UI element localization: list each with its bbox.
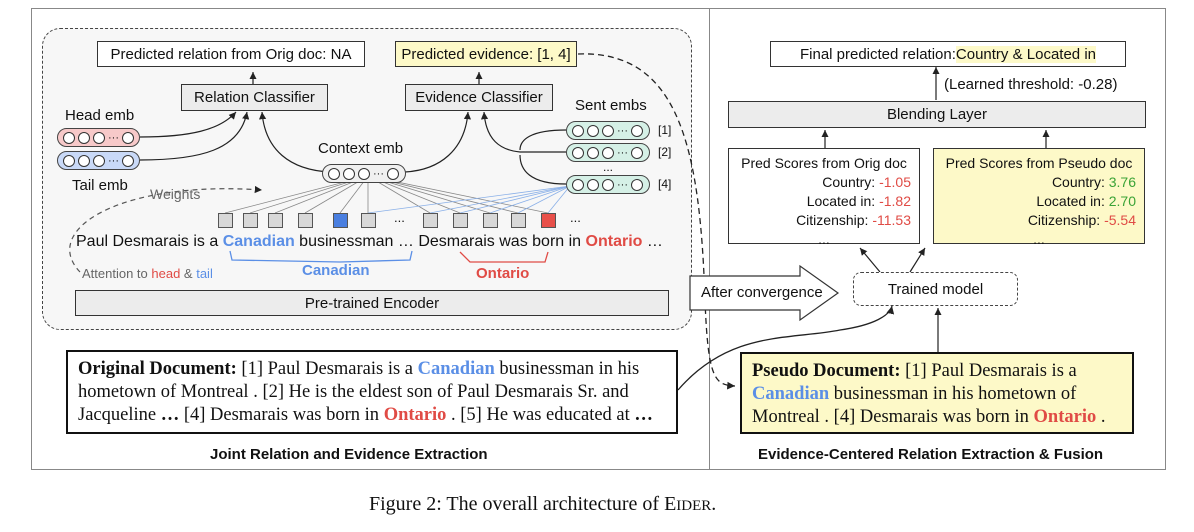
token — [511, 213, 526, 228]
pseudo-score-row: Located in: 2.70 — [1036, 193, 1136, 209]
arrow-ctx-to-ec — [404, 111, 472, 173]
arrow-ctx-to-rc — [258, 111, 331, 173]
ontario-entity-label: Ontario — [476, 265, 530, 282]
arrow-model-to-orig — [859, 247, 881, 273]
orig-to-model-arrow — [677, 305, 895, 391]
canadian-bracket — [229, 250, 413, 263]
final-relation-box: Final predicted relation: Country & Loca… — [770, 41, 1126, 67]
sent-idx-2: [2] — [658, 145, 672, 159]
sent-idx-4: [4] — [658, 177, 672, 191]
token — [298, 213, 313, 228]
arrow-head-to-rc — [139, 111, 237, 138]
relation-classifier-box: Relation Classifier — [181, 84, 328, 111]
after-convergence-arrow — [689, 264, 840, 322]
sent-emb-1: ··· — [566, 121, 650, 140]
token — [218, 213, 233, 228]
right-section-title: Evidence-Centered Relation Extraction & … — [758, 446, 1104, 463]
pseudo-document: Pseudo Document: [1] Paul Desmarais is a… — [740, 352, 1134, 434]
token-tail-entity — [541, 213, 556, 228]
context-emb-pill: ··· — [322, 164, 406, 183]
orig-score-row: Country: -1.05 — [822, 174, 911, 190]
pretrained-encoder-box: Pre-trained Encoder — [75, 290, 669, 316]
figure-frame — [31, 8, 1166, 470]
original-document: Original Document: [1] Paul Desmarais is… — [66, 350, 678, 434]
context-emb-label: Context emb — [318, 140, 404, 157]
sent-embs-label: Sent embs — [575, 97, 647, 114]
sent-idx-1: [1] — [658, 123, 672, 137]
arrow-tail-to-rc — [139, 111, 250, 161]
orig-score-row: Citizenship: -11.53 — [796, 212, 911, 228]
after-convergence-label: After convergence — [701, 284, 823, 301]
orig-scores-box: Pred Scores from Orig doc Country: -1.05… — [728, 148, 920, 247]
token-head-entity — [333, 213, 348, 228]
attention-caption: Attention to head & tail — [82, 266, 213, 281]
token — [268, 213, 283, 228]
token — [361, 213, 376, 228]
pseudo-score-row: Country: 3.76 — [1051, 174, 1136, 190]
input-sentence: Paul Desmarais is a Canadian businessman… — [76, 233, 663, 250]
token — [423, 213, 438, 228]
blending-layer-box: Blending Layer — [728, 101, 1146, 128]
pseudo-scores-box: Pred Scores from Pseudo doc Country: 3.7… — [933, 148, 1145, 247]
canadian-entity-label: Canadian — [302, 262, 370, 279]
weights-label: Weights — [150, 186, 201, 202]
left-section-title: Joint Relation and Evidence Extraction — [210, 446, 488, 463]
weights-arc — [69, 185, 263, 273]
pseudo-score-row: Citizenship: -5.54 — [1027, 212, 1136, 228]
threshold-label: (Learned threshold: -0.28) — [944, 76, 1118, 93]
evidence-dashed-arrow — [577, 53, 736, 390]
sent-emb-4: ··· — [566, 175, 650, 194]
head-emb-pill: ··· — [57, 128, 140, 147]
orig-score-row: Located in: -1.82 — [806, 193, 911, 209]
sent-emb-2: ··· — [566, 143, 650, 162]
ontario-bracket — [459, 251, 549, 263]
head-emb-label: Head emb — [65, 107, 135, 124]
token — [243, 213, 258, 228]
arrow-model-to-pseudo — [909, 247, 926, 273]
tail-emb-label: Tail emb — [72, 177, 128, 194]
arrow-sents-to-ec — [484, 112, 567, 185]
token — [453, 213, 468, 228]
figure-caption: Figure 2: The overall architecture of EI… — [369, 493, 717, 515]
token-ellipsis: ... — [394, 210, 405, 225]
token-ellipsis-end: ... — [570, 210, 581, 225]
sent-idx-ellipsis: ... — [603, 160, 614, 174]
pred-evidence-box: Predicted evidence: [1, 4] — [395, 41, 577, 67]
sentence-fan — [367, 185, 571, 214]
token — [483, 213, 498, 228]
pred-relation-box: Predicted relation from Orig doc: NA — [97, 41, 365, 67]
panel-divider — [709, 8, 710, 470]
trained-model-box: Trained model — [853, 272, 1018, 306]
evidence-classifier-box: Evidence Classifier — [405, 84, 553, 111]
tail-emb-pill: ··· — [57, 151, 140, 170]
